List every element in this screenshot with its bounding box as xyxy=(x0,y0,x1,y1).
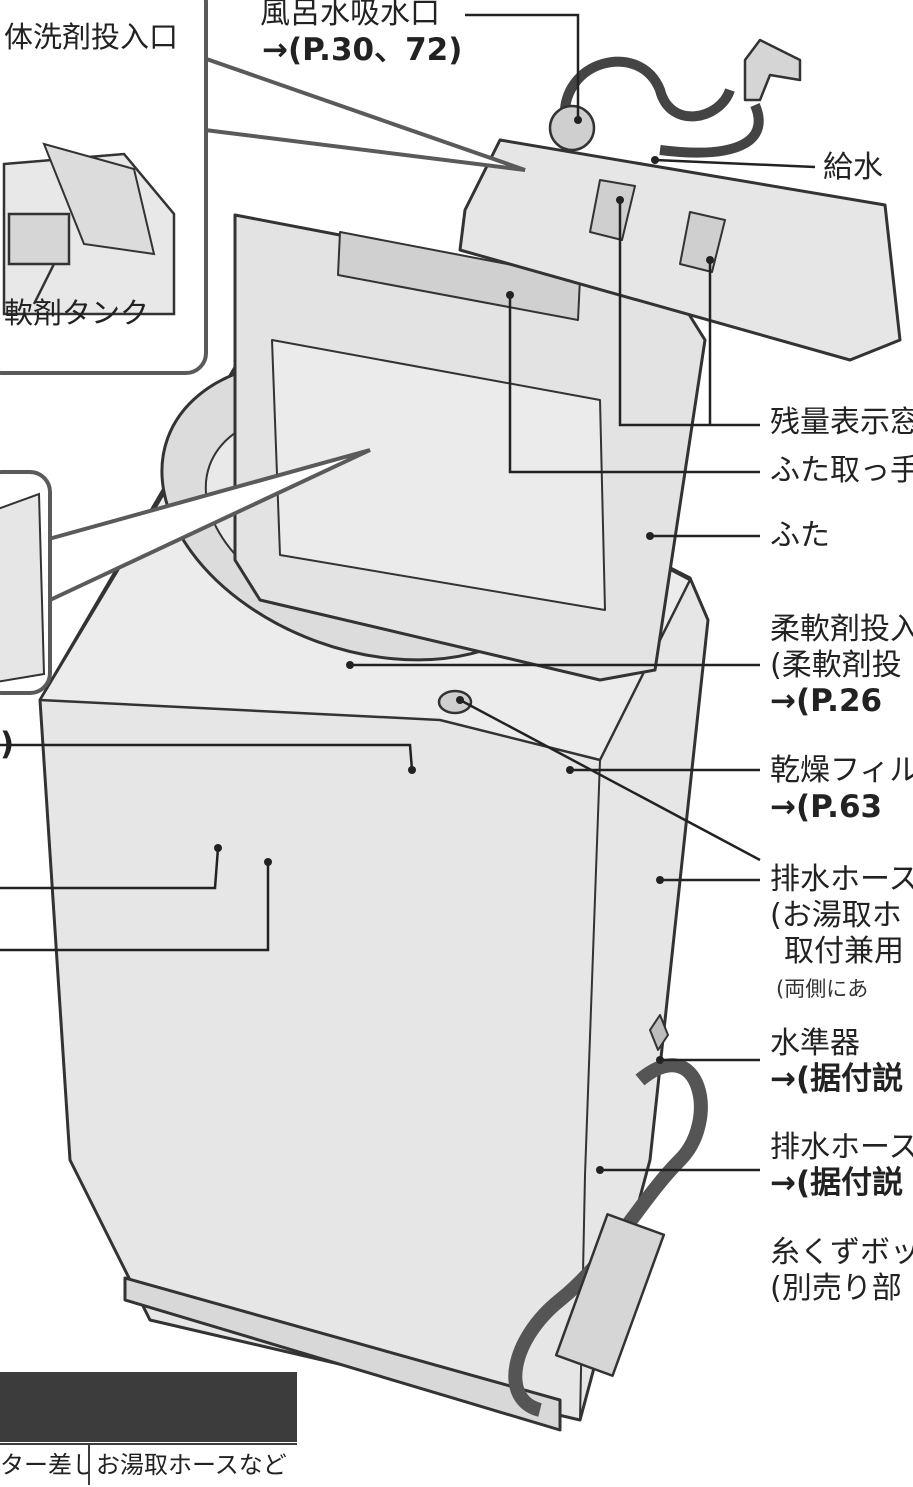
bath-water-inlet-label: 風呂水吸水口 xyxy=(260,0,440,31)
detergent-compartment xyxy=(7,212,71,266)
drain-hose-hook-label-2: (お湯取ホ xyxy=(770,898,902,933)
drain-hose-label: 排水ホース xyxy=(770,1130,913,1165)
table-header xyxy=(0,1372,297,1442)
drain-hose-coil xyxy=(508,1058,708,1417)
remaining-window-label: 残量表示窓 xyxy=(770,405,913,440)
dry-filter-ref: →(P.63 xyxy=(770,789,883,825)
softener-inlet-label-1: 柔軟剤投入 xyxy=(770,612,913,647)
level-gauge-ref: →(据付説 xyxy=(770,1061,904,1097)
lid-handle-label: ふた取っ手 xyxy=(770,453,913,488)
leader-level-gauge xyxy=(459,698,761,862)
inset-illustration xyxy=(0,492,46,683)
dry-filter-label: 乾燥フィル xyxy=(770,753,913,788)
leader-lid-handle xyxy=(508,295,760,474)
back-panel xyxy=(458,138,902,362)
lid-label: ふた xyxy=(770,518,830,553)
faucet xyxy=(743,38,802,102)
leader-left-1 xyxy=(0,743,414,771)
cabinet-front-edge xyxy=(39,699,151,1321)
leader-water-supply xyxy=(654,158,816,169)
dot-drain-hose xyxy=(656,1056,664,1064)
level-gauge-shape xyxy=(437,689,473,715)
dot-level-gauge xyxy=(456,696,464,704)
softener-inlet-ref: →(P.26 xyxy=(770,683,883,719)
dot-drain-hook xyxy=(656,876,664,884)
dot-left-2 xyxy=(214,844,222,852)
callout-pointer-top xyxy=(194,53,526,172)
callout-inset-box xyxy=(0,470,52,695)
dot-softener-inlet xyxy=(346,661,354,669)
table-cell-1: ター差し xyxy=(0,1445,90,1485)
drain-hose-hook-label-1: 排水ホース xyxy=(770,862,913,897)
bath-water-inlet-ref: →(P.30、72) xyxy=(262,32,463,68)
dot-lid-handle xyxy=(506,291,514,299)
leader-left-2 xyxy=(0,847,220,890)
table-cell-2: お湯取ホースなど xyxy=(96,1451,287,1479)
callout-pointer-mid xyxy=(44,448,371,602)
dot-left-1 xyxy=(408,766,416,774)
drain-hose-hook-label-3: 取付兼用 xyxy=(784,934,904,969)
dot-water-supply xyxy=(651,156,659,164)
callout-detergent-box: 体洗剤投入口 軟剤タンク xyxy=(0,0,208,375)
base-plate xyxy=(123,1276,562,1432)
softener-tank-leader xyxy=(32,263,56,305)
drain-hose-ref: →(据付説 xyxy=(770,1165,904,1201)
detergent-tray-lid xyxy=(42,142,156,256)
water-supply-label: 給水 xyxy=(823,150,883,185)
dot-bath-inlet xyxy=(574,116,582,124)
detergent-inlet-label: 体洗剤投入口 xyxy=(4,20,179,54)
inset-surface xyxy=(0,492,46,683)
table-row: ター差し お湯取ホースなど xyxy=(0,1443,297,1487)
lint-box-label-2: (別売り部 xyxy=(770,1271,902,1306)
dot-lint-box xyxy=(596,1166,604,1174)
dot-left-3 xyxy=(264,858,272,866)
softener-tank-label: 軟剤タンク xyxy=(4,296,150,330)
level-gauge-label: 水準器 xyxy=(770,1026,860,1061)
drain-hose-hook-note: (両側にあ xyxy=(776,977,869,1001)
softener-inlet-label-2: (柔軟剤投 xyxy=(770,648,902,683)
dot-lid xyxy=(646,532,654,540)
dot-remaining-right xyxy=(706,256,714,264)
dot-dry-filter xyxy=(566,766,574,774)
left-partial-label: ) xyxy=(0,726,15,762)
supply-hose xyxy=(659,103,764,158)
leader-remaining-window xyxy=(618,200,760,427)
remaining-window-right xyxy=(679,211,726,273)
side-hook-shape xyxy=(649,1014,669,1051)
lint-box-shape xyxy=(554,1213,666,1377)
bath-inlet-fitting xyxy=(548,104,596,152)
bath-hose xyxy=(559,56,735,122)
lint-box-label-1: 糸くずボッ xyxy=(770,1235,913,1270)
leader-left-3 xyxy=(0,862,270,952)
detergent-box-illustration xyxy=(2,142,176,316)
dot-remaining-left xyxy=(616,196,624,204)
leader-bath-inlet xyxy=(465,13,580,120)
remaining-window-left xyxy=(589,179,636,241)
